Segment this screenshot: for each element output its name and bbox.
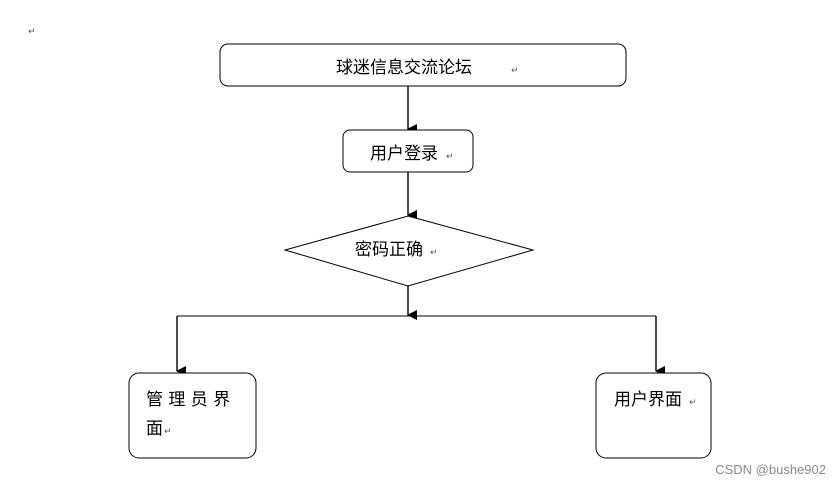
admin-box-label-line2: 面 bbox=[146, 419, 163, 439]
watermark: CSDN @bushe902 bbox=[715, 462, 826, 477]
paragraph-mark: ↵ bbox=[430, 248, 438, 258]
admin-box-label-line1: 管 理 员 界 bbox=[146, 390, 230, 410]
paragraph-mark: ↵ bbox=[689, 398, 697, 408]
user-box bbox=[595, 372, 712, 459]
paragraph-mark: ↵ bbox=[511, 66, 519, 76]
user-box-label: 用户界面 bbox=[614, 390, 682, 410]
title-box bbox=[219, 43, 627, 87]
admin-box bbox=[128, 372, 257, 459]
decision-diamond-label: 密码正确 bbox=[355, 240, 423, 260]
login-box-label: 用户登录 bbox=[370, 144, 438, 164]
paragraph-mark: ↵ bbox=[164, 427, 172, 437]
title-box-label: 球迷信息交流论坛 bbox=[336, 58, 472, 78]
paragraph-mark: ↵ bbox=[446, 152, 454, 162]
paragraph-mark: ↵ bbox=[28, 27, 36, 37]
